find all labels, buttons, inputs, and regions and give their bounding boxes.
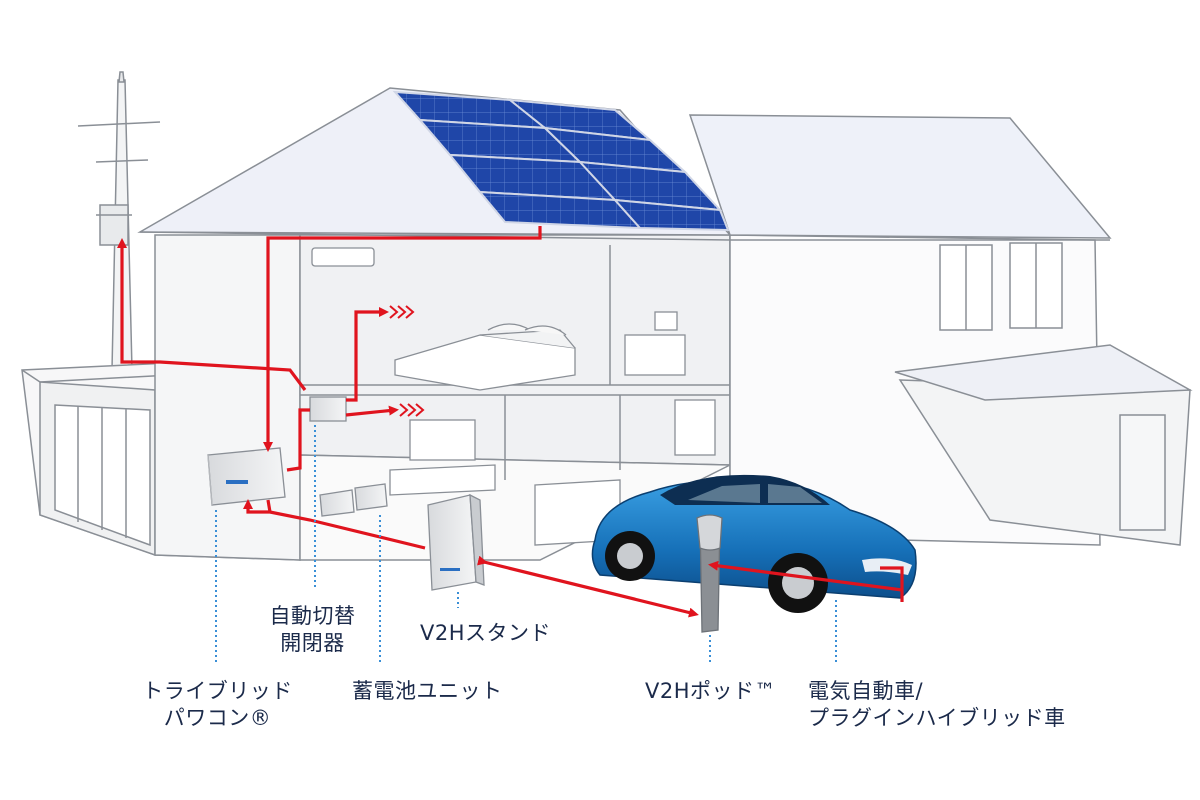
label-electric-vehicle: 電気自動車/ プラグインハイブリッド車 bbox=[808, 678, 1066, 732]
interior-furniture bbox=[311, 247, 716, 546]
flow-inverter-to-pole bbox=[117, 238, 307, 391]
battery-units bbox=[319, 483, 388, 517]
label-auto-switch: 自動切替 開閉器 bbox=[250, 603, 375, 657]
house-main bbox=[154, 234, 1193, 561]
house-windows bbox=[939, 242, 1166, 531]
label-electric-vehicle-line2: プラグインハイブリッド車 bbox=[808, 706, 1066, 730]
flow-car-to-pod bbox=[880, 566, 904, 602]
label-electric-vehicle-line1: 電気自動車/ bbox=[808, 679, 924, 703]
label-v2h-pod-line1: V2Hポッド™ bbox=[645, 679, 777, 703]
flow-switch-to-downstairs bbox=[345, 405, 399, 417]
label-hybrid-inverter-line1: トライブリッド bbox=[142, 679, 293, 703]
flow-stand-return bbox=[266, 499, 272, 513]
label-hybrid-inverter: トライブリッド パワコン® bbox=[130, 678, 305, 732]
label-hybrid-inverter-line2: パワコン® bbox=[163, 706, 272, 730]
flow-chevrons bbox=[389, 305, 425, 417]
leader-lines bbox=[215, 425, 837, 665]
flow-stand-pod bbox=[476, 555, 699, 618]
label-v2h-stand: V2Hスタンド bbox=[420, 620, 551, 647]
flow-solar-to-inverter bbox=[263, 226, 542, 452]
v2h-pod bbox=[696, 514, 723, 633]
label-battery-unit: 蓄電池ユニット bbox=[352, 678, 503, 705]
v2h-stand bbox=[427, 493, 485, 591]
electric-car bbox=[591, 474, 917, 613]
solar-panels bbox=[392, 90, 730, 232]
label-v2h-pod: V2Hポッド™ bbox=[645, 678, 776, 705]
label-battery-unit-line1: 蓄電池ユニット bbox=[352, 679, 503, 703]
power-flow-lines bbox=[117, 226, 904, 618]
label-v2h-stand-line1: V2Hスタンド bbox=[420, 621, 552, 645]
utility-pole bbox=[77, 71, 161, 371]
flow-inverter-to-switch bbox=[286, 408, 310, 472]
label-auto-switch-line1: 自動切替 bbox=[269, 604, 356, 628]
label-auto-switch-line2: 開閉器 bbox=[280, 631, 345, 655]
hybrid-inverter bbox=[207, 447, 286, 506]
flow-switch-to-upstairs bbox=[346, 307, 389, 402]
flow-car-line bbox=[708, 560, 903, 592]
auto-switch-box bbox=[309, 396, 347, 422]
